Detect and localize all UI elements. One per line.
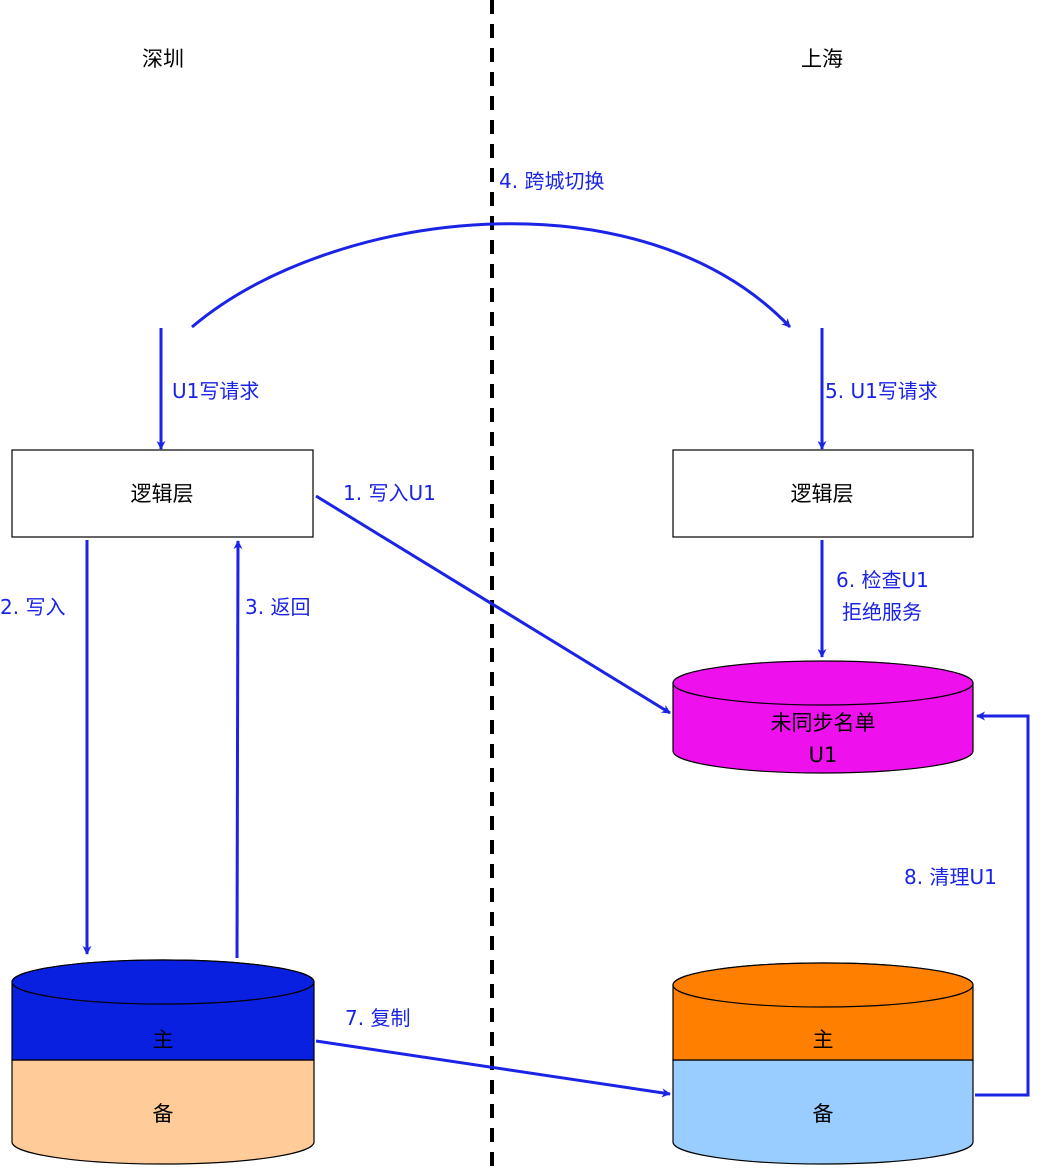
label-step5: 5. U1写请求 bbox=[825, 379, 938, 403]
arrow-step4-cross-city-switch bbox=[191, 222, 792, 329]
unsynced-list-label-line2: U1 bbox=[809, 743, 838, 767]
unsynced-list-label-line1: 未同步名单 bbox=[771, 711, 876, 735]
sz-logic-layer-box: 逻辑层 bbox=[11, 449, 314, 538]
label-step8: 8. 清理U1 bbox=[904, 865, 997, 889]
label-step7: 7. 复制 bbox=[345, 1006, 410, 1030]
sh-master-label: 主 bbox=[813, 1028, 834, 1052]
sh-database-cylinder: 主 备 bbox=[672, 962, 974, 1165]
label-step2: 2. 写入 bbox=[0, 595, 65, 619]
unsynced-list-cylinder: 未同步名单 U1 bbox=[672, 660, 974, 774]
sh-standby-band bbox=[672, 1059, 974, 1165]
arrow-step3-return bbox=[233, 540, 243, 959]
label-step3: 3. 返回 bbox=[245, 595, 310, 619]
region-label-shanghai: 上海 bbox=[801, 47, 843, 71]
label-step1: 1. 写入U1 bbox=[343, 481, 436, 505]
sz-logic-layer-label: 逻辑层 bbox=[131, 482, 194, 506]
sh-cylinder-top bbox=[672, 962, 974, 1008]
label-step6-line1: 6. 检查U1 bbox=[836, 568, 929, 592]
sh-logic-layer-box: 逻辑层 bbox=[672, 449, 974, 538]
sz-standby-label: 备 bbox=[153, 1102, 174, 1126]
sz-cylinder-top bbox=[11, 959, 315, 1005]
arrow-step8-cleanup bbox=[975, 711, 1030, 1097]
unsynced-list-body bbox=[672, 682, 974, 774]
region-label-shenzhen: 深圳 bbox=[142, 47, 184, 71]
sz-standby-band bbox=[11, 1059, 315, 1165]
label-step6-line2: 拒绝服务 bbox=[842, 600, 922, 624]
sz-database-cylinder: 主 备 bbox=[11, 959, 315, 1165]
sz-master-label: 主 bbox=[153, 1028, 174, 1052]
sh-logic-layer-label: 逻辑层 bbox=[791, 482, 854, 506]
arrow-step1-write-u1 bbox=[315, 494, 671, 715]
label-step4: 4. 跨城切换 bbox=[499, 169, 604, 193]
label-sz-write-request: U1写请求 bbox=[172, 379, 259, 403]
arrow-step7-replicate bbox=[315, 1039, 671, 1098]
sh-standby-label: 备 bbox=[813, 1102, 834, 1126]
unsynced-list-top bbox=[672, 660, 974, 706]
